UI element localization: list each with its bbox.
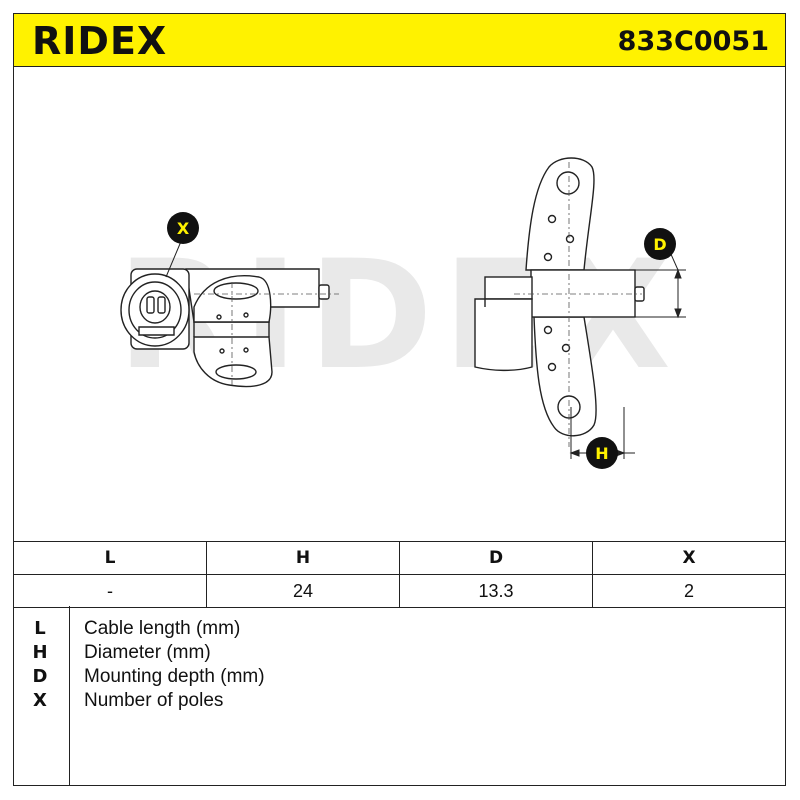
dimension-d: [635, 251, 686, 319]
legend-divider: [69, 606, 70, 785]
specs-col-l: L: [13, 541, 207, 575]
legend-key: X: [33, 690, 47, 711]
callout-d-label: D: [653, 235, 666, 254]
header-bar: RIDEX 833C0051: [13, 13, 786, 67]
technical-drawing: RIDEX X: [117, 157, 686, 469]
legend-item: H Diameter (mm): [14, 642, 787, 666]
legend-desc: Number of poles: [84, 690, 224, 711]
callout-x: X: [167, 212, 199, 244]
specs-value-d: 13.3: [399, 574, 593, 608]
legend-desc: Cable length (mm): [84, 618, 241, 639]
legend-key: H: [32, 642, 48, 663]
specs-value-x: 2: [592, 574, 786, 608]
legend-item: X Number of poles: [14, 690, 787, 714]
legend-item: D Mounting depth (mm): [14, 666, 787, 690]
sensor-front-view: [474, 157, 645, 437]
callout-h-label: H: [595, 444, 608, 463]
specs-col-d: D: [399, 541, 593, 575]
specs-value-l: -: [13, 574, 207, 608]
specs-col-x: X: [592, 541, 786, 575]
callout-d: D: [644, 228, 676, 260]
legend-box: L Cable length (mm) H Diameter (mm) D Mo…: [13, 606, 786, 786]
specs-value-h: 24: [206, 574, 400, 608]
specs-table: L H D X - 24 13.3 2: [13, 541, 786, 608]
specs-value-row: - 24 13.3 2: [13, 574, 786, 608]
legend-key: L: [34, 618, 46, 639]
specs-header-row: L H D X: [13, 541, 786, 575]
brand-logo: RIDEX: [32, 19, 168, 63]
specs-col-h: H: [206, 541, 400, 575]
legend-key: D: [32, 666, 48, 687]
legend-item: L Cable length (mm): [14, 618, 787, 642]
part-number: 833C0051: [617, 26, 769, 57]
legend-desc: Diameter (mm): [84, 642, 211, 663]
legend-desc: Mounting depth (mm): [84, 666, 265, 687]
callout-x-label: X: [177, 219, 190, 238]
callout-h: H: [586, 437, 618, 469]
